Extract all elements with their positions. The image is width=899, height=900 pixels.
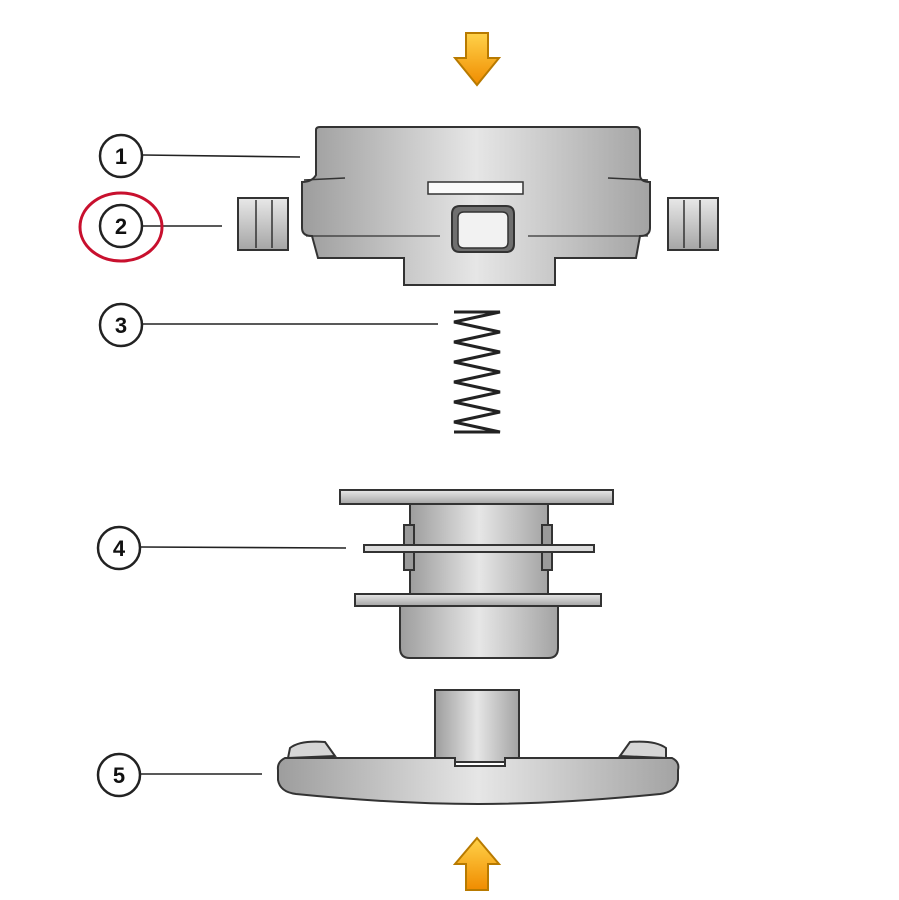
part-base-knob: [276, 689, 680, 806]
arrow-down-icon: [452, 32, 502, 87]
callout-5: 5: [96, 752, 142, 798]
callout-4-label: 4: [113, 536, 126, 561]
callout-4: 4: [96, 525, 142, 571]
part-spring: [453, 310, 501, 434]
arrow-up-icon: [452, 836, 502, 891]
callout-2-label: 2: [115, 214, 127, 239]
callout-1: 1: [98, 133, 144, 179]
callout-3-label: 3: [115, 313, 127, 338]
callout-2: 2: [98, 203, 144, 249]
highlight-ring: [78, 191, 164, 263]
part-spool-cover: [301, 126, 651, 286]
callout-1-label: 1: [115, 144, 127, 169]
callout-5-label: 5: [113, 763, 125, 788]
callout-3: 3: [98, 302, 144, 348]
part-side-tabs: [237, 197, 719, 251]
part-spool: [339, 489, 614, 659]
leader-lines: [140, 154, 438, 775]
